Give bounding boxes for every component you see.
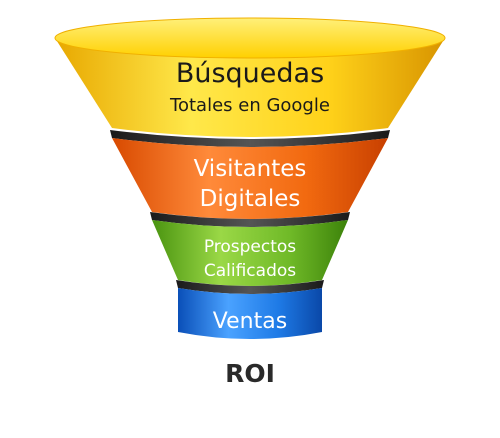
stage-2-subtitle: Digitales [200, 186, 301, 212]
stage-3-title: Prospectos [204, 237, 296, 257]
funnel-separator-ring [176, 280, 324, 294]
stage-3-subtitle: Calificados [204, 261, 296, 281]
stage-2-title: Visitantes [194, 156, 307, 182]
funnel-separator-ring [110, 130, 390, 147]
roi-label: ROI [225, 359, 275, 388]
funnel-stage-prospectos: Prospectos Calificados [152, 220, 348, 286]
funnel-stage-ventas: Ventas [178, 288, 322, 339]
funnel-stage-busquedas: Búsquedas Totales en Google [54, 17, 446, 137]
funnel-separator-ring [150, 212, 350, 227]
stage-1-subtitle: Totales en Google [169, 95, 330, 116]
funnel-stage-visitantes: Visitantes Digitales [112, 138, 388, 219]
stage-1-title: Búsquedas [176, 58, 324, 89]
stage-4-title: Ventas [213, 309, 287, 334]
